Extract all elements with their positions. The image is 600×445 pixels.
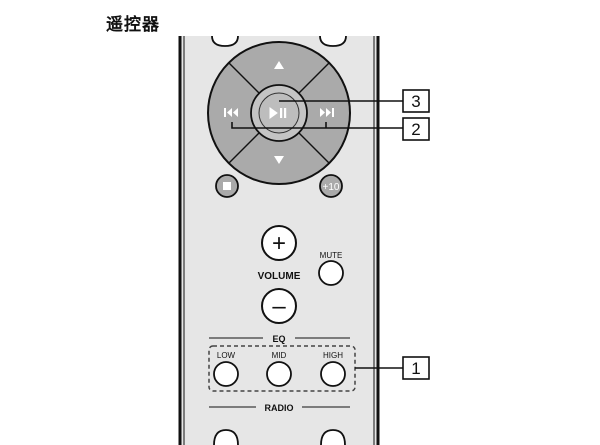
plus10-label: +10 [323, 182, 340, 193]
mute-label: MUTE [320, 251, 343, 260]
callout-1-box [402, 356, 430, 380]
eq-low-button[interactable] [213, 361, 239, 387]
mute-button[interactable] [318, 260, 344, 286]
high-label: HIGH [323, 351, 343, 360]
low-label: LOW [217, 351, 236, 360]
up-arrow-icon[interactable] [274, 61, 284, 69]
plus10-button[interactable] [319, 174, 343, 198]
callout-3-box [402, 89, 430, 113]
radio-left-partial-button[interactable] [213, 429, 239, 445]
callout-2-box [402, 117, 430, 141]
callout-3-number: 3 [411, 92, 420, 111]
stop-icon [223, 182, 231, 190]
volume-down-button[interactable] [261, 288, 297, 324]
callout-1-number: 1 [411, 359, 420, 378]
eq-high-button[interactable] [320, 361, 346, 387]
eq-mid-button[interactable] [266, 361, 292, 387]
play-pause-icon [269, 107, 287, 119]
volume-label: VOLUME [258, 271, 301, 282]
down-arrow-icon[interactable] [274, 156, 284, 164]
radio-label: RADIO [265, 403, 294, 413]
volume-up-button[interactable] [261, 225, 297, 261]
volume-down-label: – [272, 293, 286, 320]
radio-right-partial-button[interactable] [320, 429, 346, 445]
page-title: 遥控器 [106, 15, 160, 35]
top-left-partial-button[interactable] [211, 35, 239, 47]
callout-2-leader [231, 122, 403, 129]
eq-label: EQ [272, 334, 285, 344]
mid-label: MID [272, 351, 287, 360]
dpad [207, 41, 351, 185]
skip-forward-icon[interactable] [320, 108, 334, 117]
callout-2-number: 2 [411, 120, 420, 139]
skip-back-icon[interactable] [224, 108, 238, 117]
volume-up-label: + [272, 230, 286, 257]
play-pause-inner [258, 92, 300, 134]
top-right-partial-button[interactable] [319, 35, 347, 47]
